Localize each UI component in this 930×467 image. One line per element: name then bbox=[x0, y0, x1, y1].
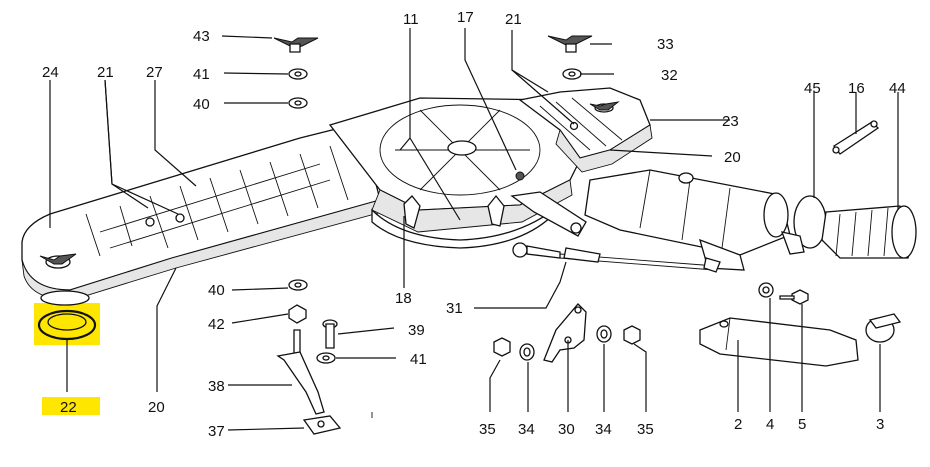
air-cleaner-housing bbox=[328, 97, 591, 249]
label-4: 4 bbox=[766, 416, 774, 433]
label-33: 33 bbox=[657, 36, 674, 53]
label-11: 11 bbox=[403, 11, 419, 28]
label-45: 45 bbox=[804, 80, 821, 97]
label-41-top: 41 bbox=[193, 66, 210, 83]
label-35-left: 35 bbox=[479, 421, 496, 438]
label-43: 43 bbox=[193, 28, 210, 45]
label-22: 22 bbox=[60, 399, 77, 416]
label-35-right: 35 bbox=[637, 421, 654, 438]
label-39: 39 bbox=[408, 322, 425, 339]
seal-ring-22 bbox=[37, 290, 97, 341]
label-20-right: 20 bbox=[724, 149, 741, 166]
label-23: 23 bbox=[722, 113, 739, 130]
bracket-parts bbox=[493, 303, 641, 363]
label-24: 24 bbox=[42, 64, 59, 81]
label-34-right: 34 bbox=[595, 421, 612, 438]
label-40-top: 40 bbox=[193, 96, 210, 113]
label-31: 31 bbox=[446, 300, 463, 317]
intake-duct bbox=[584, 169, 791, 271]
label-21-left: 21 bbox=[97, 64, 114, 81]
lower-right-parts bbox=[699, 282, 902, 367]
label-30: 30 bbox=[558, 421, 575, 438]
part-labels: 43 41 40 24 21 27 11 17 21 33 32 45 16 4… bbox=[42, 9, 906, 440]
label-44: 44 bbox=[889, 80, 906, 97]
label-42: 42 bbox=[208, 316, 225, 333]
leader-lines bbox=[49, 28, 899, 431]
label-16: 16 bbox=[848, 80, 865, 97]
small-parts-top-right bbox=[547, 35, 593, 80]
label-18: 18 bbox=[395, 290, 412, 307]
label-3: 3 bbox=[876, 416, 884, 433]
label-17: 17 bbox=[457, 9, 474, 26]
label-21-top: 21 bbox=[505, 11, 522, 28]
air-duct-left-arm bbox=[21, 127, 383, 301]
label-41-bottom: 41 bbox=[410, 351, 427, 368]
label-20-bottom: 20 bbox=[148, 399, 165, 416]
small-parts-top-left bbox=[273, 37, 319, 109]
label-34-left: 34 bbox=[518, 421, 535, 438]
label-40-bottom: 40 bbox=[208, 282, 225, 299]
linkage-31 bbox=[512, 242, 721, 273]
hose-and-clamp bbox=[780, 120, 917, 259]
label-27: 27 bbox=[146, 64, 163, 81]
label-37: 37 bbox=[208, 423, 225, 440]
label-5: 5 bbox=[798, 416, 806, 433]
label-38: 38 bbox=[208, 378, 225, 395]
label-32: 32 bbox=[661, 67, 678, 84]
mount-parts bbox=[276, 279, 342, 435]
label-2: 2 bbox=[734, 416, 742, 433]
